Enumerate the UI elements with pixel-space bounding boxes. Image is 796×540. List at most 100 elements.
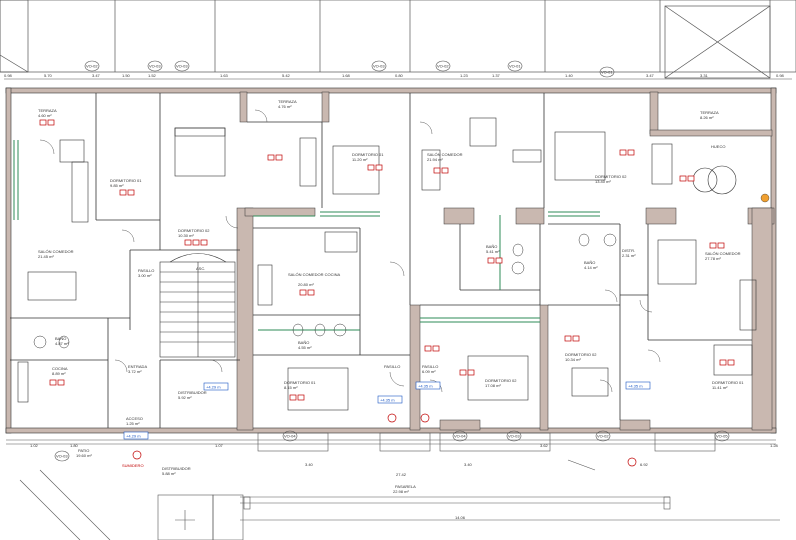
level-tags: +4.29 m +4.35 m +4.35 m +4.35 m +4.29 m — [123, 381, 651, 440]
dim-top-11: 1.40 — [565, 73, 574, 78]
room-distr-name: DISTR. — [622, 248, 635, 253]
room-dorm02a-area: 10.30 m² — [178, 233, 194, 238]
room-labels: TERRAZA 4.60 m² TERRAZA 4.76 m² TERRAZA … — [38, 99, 744, 494]
dim-bottom-9: 14.06 — [455, 515, 466, 520]
room-bano-c-area: 5.41 m² — [486, 249, 500, 254]
vo-top-6: VO-01 — [601, 70, 613, 75]
room-pasillo-a-name: PASILLO — [138, 268, 154, 273]
dim-top-1: 5.70 — [44, 73, 53, 78]
dim-top-14: 0.98 — [776, 73, 785, 78]
room-patio-name: PATIO — [78, 448, 89, 453]
dim-top-2: 3.47 — [92, 73, 101, 78]
level-tag-3: +4.35 m — [628, 384, 643, 389]
room-dorm02c-name: DORMITORIO 02 — [485, 378, 517, 383]
vo-top-4: VO-02 — [437, 64, 449, 69]
room-bano-a-name: BAÑO — [55, 336, 66, 341]
compass-marker — [760, 193, 770, 203]
room-salon-c-name: SALÓN COMEDOR — [705, 251, 741, 256]
room-dorm01d-name: DORMITORIO 01 — [712, 380, 744, 385]
room-bano-d-area: 4.14 m² — [584, 265, 598, 270]
room-pasarela-name: PASARELA — [395, 484, 416, 489]
room-pasillo-b-name: PASILLO — [422, 364, 438, 369]
drain-symbols — [132, 413, 637, 467]
room-bano-c-name: BAÑO — [486, 244, 497, 249]
level-tag-2: +4.35 m — [418, 384, 433, 389]
vo-top-0: VO-02 — [86, 64, 98, 69]
party-walls — [236, 207, 775, 431]
room-entrada-area: 3.72 m² — [128, 369, 142, 374]
room-terraza-mid-name: TERRAZA — [278, 99, 297, 104]
room-dorm01a-name: DORMITORIO 01 — [110, 178, 142, 183]
vo-bottom-2: VO-04 — [454, 434, 466, 439]
vo-top-5: VO-01 — [509, 64, 521, 69]
vo-bottom-5: VO-05 — [716, 434, 728, 439]
glazing — [13, 140, 600, 331]
room-dorm01d-area: 11.41 m² — [712, 385, 728, 390]
room-bano-b-area: 4.55 m² — [298, 345, 312, 350]
vo-bottom-4: VO-02 — [597, 434, 609, 439]
dim-top-0: 0.98 — [4, 73, 13, 78]
bottom-dimensions: 1.02 1.80 1.07 3.40 3.40 27.42 6.92 1.28… — [30, 443, 779, 520]
room-patio-area: 19.60 m² — [76, 453, 92, 458]
dim-top-13: 3.31 — [700, 73, 709, 78]
level-tag-4: +4.29 m — [126, 434, 141, 439]
dim-top-5: 1.63 — [220, 73, 229, 78]
room-salon-a-name: SALÓN COMEDOR — [38, 249, 74, 254]
dim-bottom-0: 1.02 — [30, 443, 39, 448]
room-dorm02d-area: 10.34 m² — [565, 357, 581, 362]
room-bano-a-area: 4.87 m² — [55, 341, 69, 346]
room-acceso-area: 1.25 m² — [126, 421, 140, 426]
top-facade — [0, 0, 796, 79]
level-tag-0: +4.29 m — [206, 385, 221, 390]
room-terraza-right-area: 8.26 m² — [700, 115, 714, 120]
room-dorm01b-area: 11.20 m² — [352, 157, 368, 162]
vo-bottom-0: VO-03 — [56, 454, 68, 459]
hueco-label: HUECO — [711, 144, 725, 149]
dim-top-4: 1.52 — [148, 73, 157, 78]
room-salon-cocina-area: 20.80 m² — [298, 282, 314, 287]
room-terraza-right-name: TERRAZA — [700, 110, 719, 115]
ascensor-mark: ASC. — [196, 266, 205, 271]
dim-bottom-7: 1.28 — [770, 443, 779, 448]
beds — [174, 127, 753, 411]
room-terraza-left-area: 4.60 m² — [38, 113, 52, 118]
dim-top-8: 0.80 — [395, 73, 404, 78]
room-dorm01c-area: 8.15 m² — [284, 385, 298, 390]
room-dorm01c-name: DORMITORIO 01 — [284, 380, 316, 385]
sumidero-label: SUMIDERO — [122, 463, 144, 468]
room-pasillo-a-area: 3.00 m² — [138, 273, 152, 278]
vo-top-1: VO-03 — [149, 64, 161, 69]
room-dorm01a-area: 9.85 m² — [110, 183, 124, 188]
dim-top-9: 1.23 — [460, 73, 469, 78]
dim-bottom-3: 3.40 — [305, 462, 314, 467]
room-dorm01b-name: DORMITORIO 01 — [352, 152, 384, 157]
level-tag-1: +4.35 m — [380, 398, 395, 403]
vo-top-2: VO-03 — [176, 64, 188, 69]
dim-bottom-2: 1.07 — [215, 443, 224, 448]
pasillo-mark: PASILLO — [384, 364, 400, 369]
room-salon-cocina-name: SALÓN COMEDOR COCINA — [288, 272, 341, 277]
room-dorm02c-area: 17.08 m² — [485, 383, 501, 388]
room-cocina-name: COCINA — [52, 366, 68, 371]
vo-top-3: VO-03 — [373, 64, 385, 69]
room-distribuidor-name: DISTRIBUIDOR — [178, 390, 207, 395]
top-window-codes — [84, 60, 615, 78]
room-salon-b-area: 21.94 m² — [427, 157, 443, 162]
outer-walls — [5, 87, 777, 434]
room-salon-b-name: SALÓN COMEDOR — [427, 152, 463, 157]
bottom-walkway — [6, 432, 780, 540]
dim-bottom-1: 1.80 — [70, 443, 79, 448]
room-distribuidor-2-area: 5.88 m² — [162, 471, 176, 476]
room-terraza-mid-area: 4.76 m² — [278, 104, 292, 109]
sanitary — [33, 233, 617, 349]
room-bano-b-name: BAÑO — [298, 340, 309, 345]
top-dimension-line: 0.98 5.70 3.47 1.50 1.52 1.63 5.42 1.68 … — [4, 73, 792, 80]
room-acceso-name: ACCESO — [126, 416, 143, 421]
room-salon-c-area: 27.78 m² — [705, 256, 721, 261]
room-distribuidor-area: 5.92 m² — [178, 395, 192, 400]
room-pasarela-area: 22.98 m² — [393, 489, 409, 494]
bottom-window-codes — [54, 430, 730, 462]
door-swings — [39, 109, 661, 393]
